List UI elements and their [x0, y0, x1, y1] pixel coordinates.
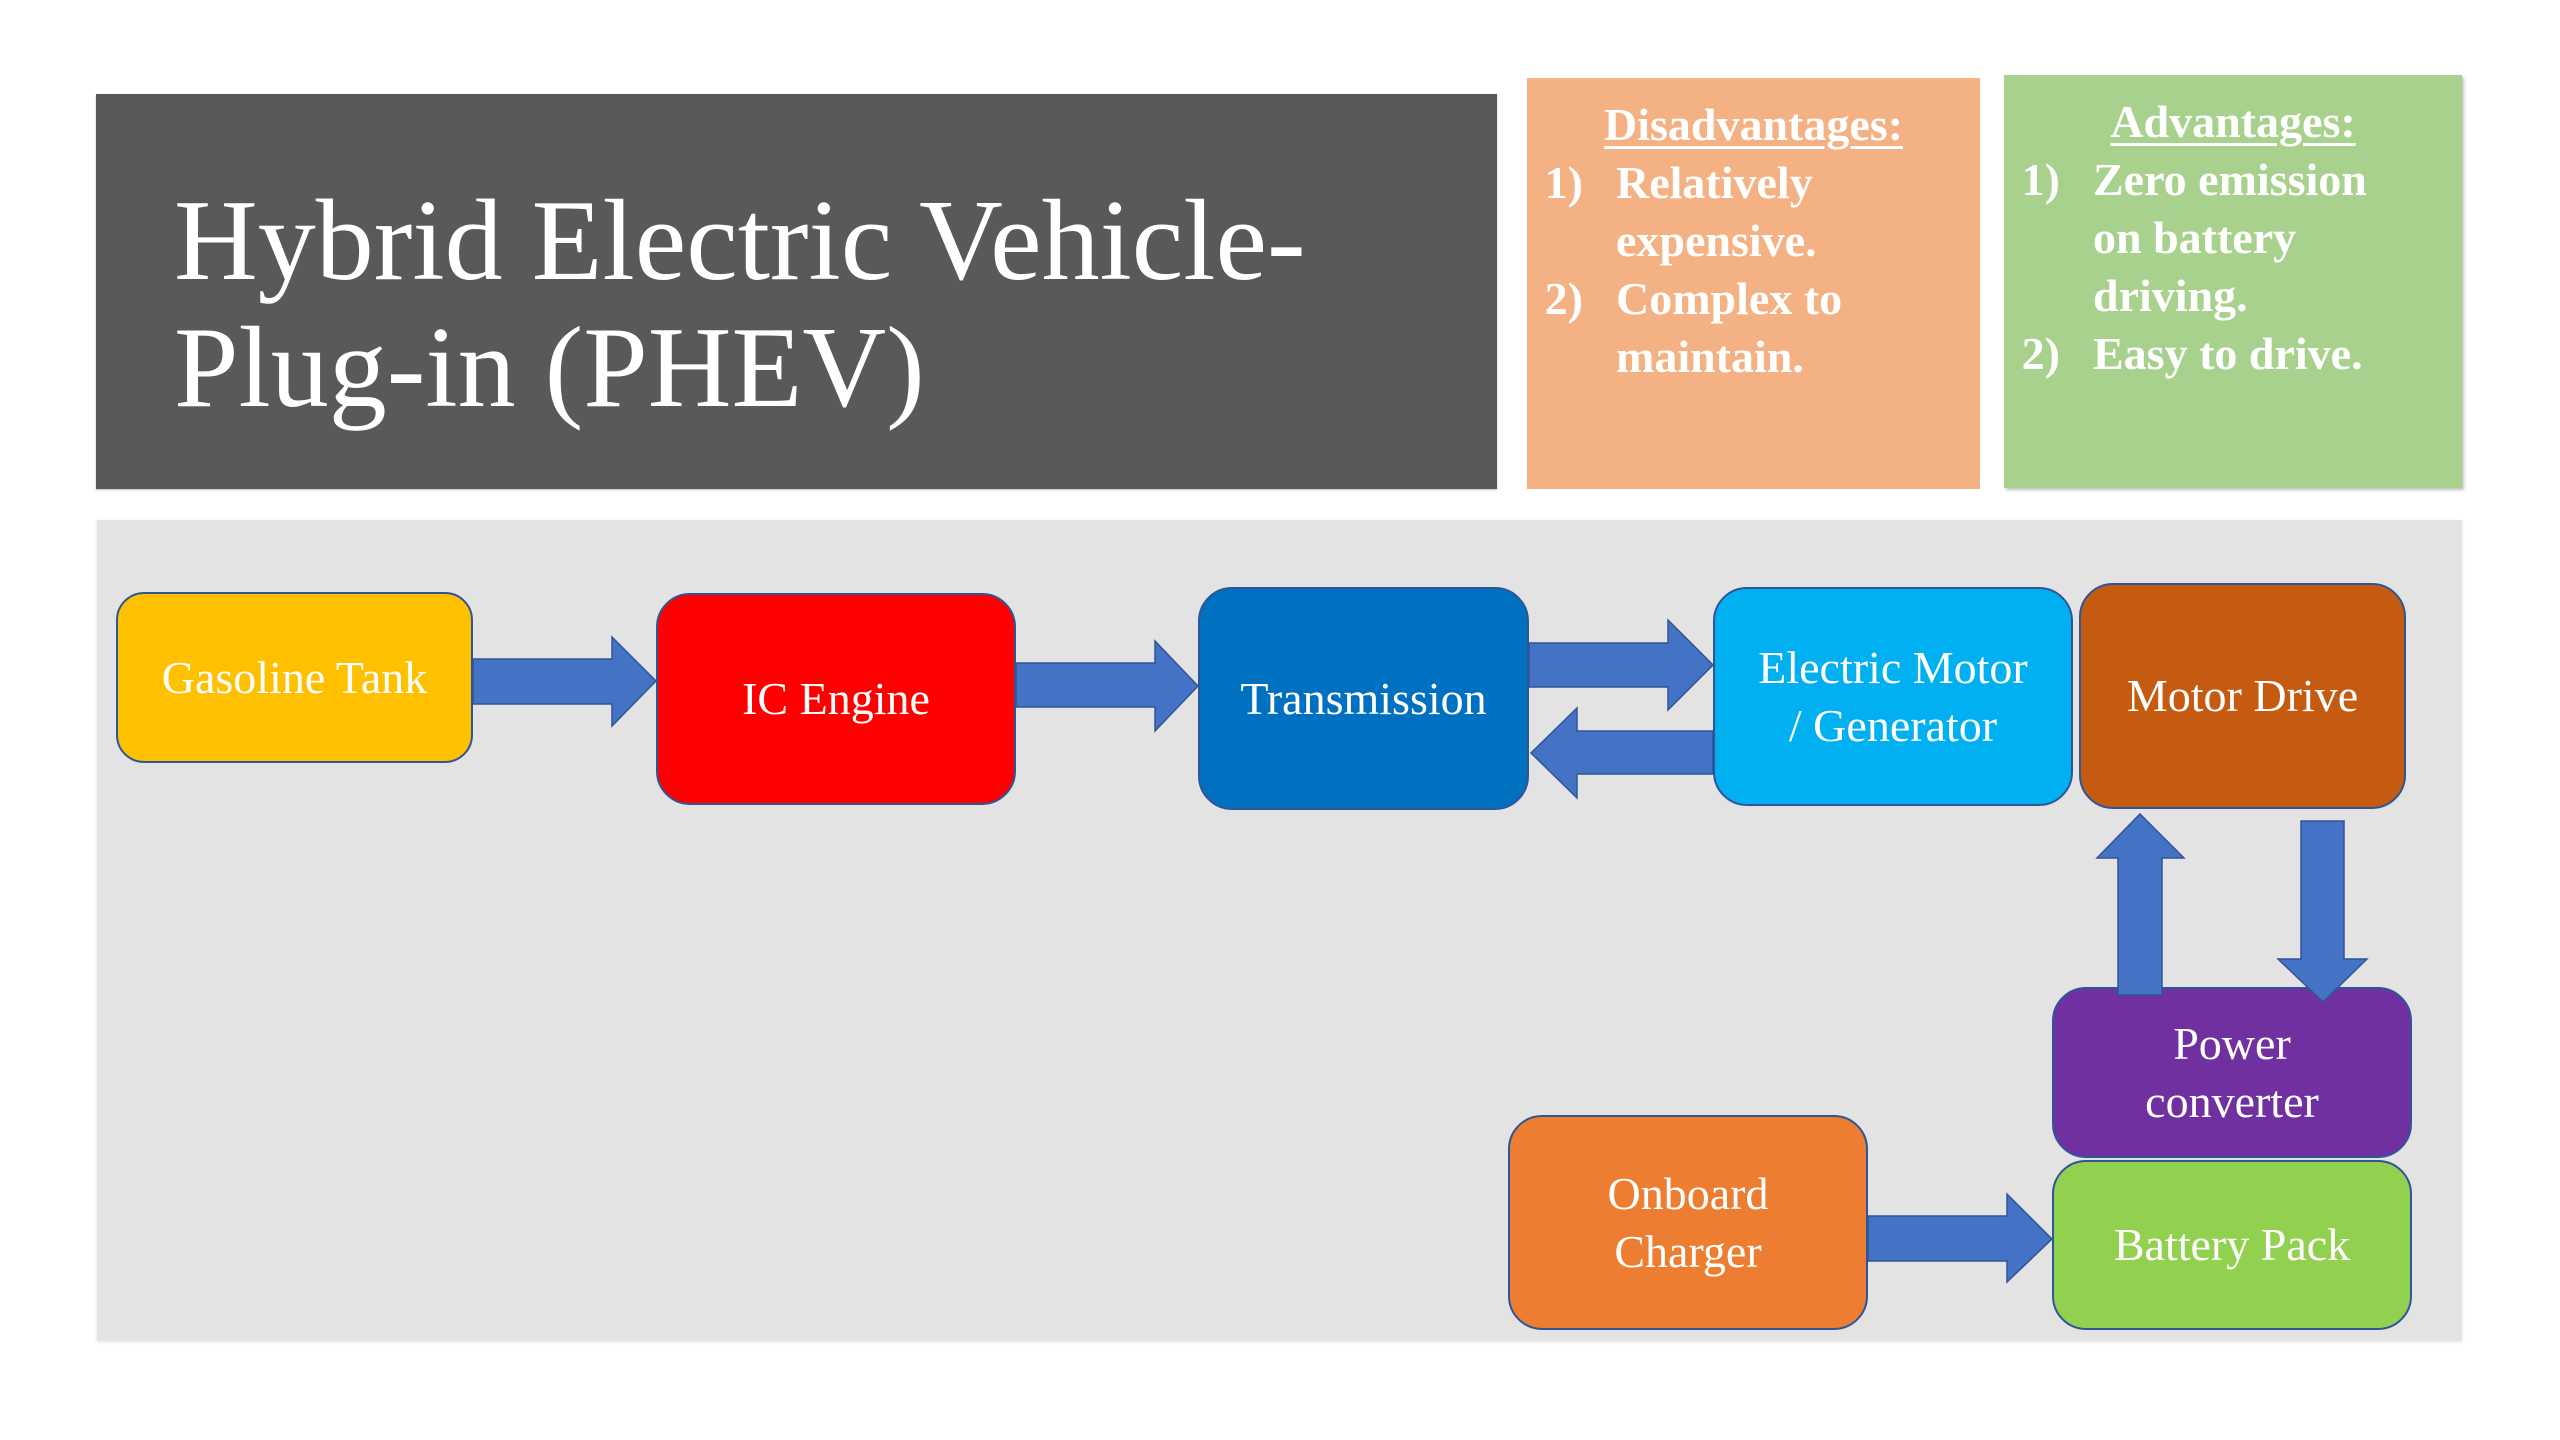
node-electric-motor-generator: Electric Motor / Generator [1713, 587, 2073, 806]
node-label: Battery Pack [2113, 1219, 2351, 1270]
node-label: Motor Drive [2126, 670, 2359, 721]
node-power-converter: Power converter [2052, 987, 2412, 1158]
node-label: Transmission [1240, 672, 1487, 724]
list-text: Complex to maintain. [1616, 273, 1843, 382]
node-label: Electric Motor / Generator [1758, 641, 2028, 751]
node-ic-engine: IC Engine [656, 593, 1016, 805]
node-battery-pack: Battery Pack [2052, 1160, 2412, 1330]
node-motor-drive: Motor Drive [2079, 583, 2406, 809]
slide-title-line-2: Plug-in (PHEV) [174, 304, 925, 432]
node-label: Gasoline Tank [161, 651, 428, 703]
disadvantages-heading: Disadvantages: [1603, 99, 1904, 150]
disadvantage-item: 1) Relatively expensive. [1523, 154, 1980, 270]
advantage-item: 1) Zero emission on battery driving. [2000, 151, 2462, 325]
node-onboard-charger: Onboard Charger [1508, 1115, 1868, 1330]
node-label: Power converter [2145, 1017, 2319, 1127]
node-label: Onboard Charger [1607, 1167, 1769, 1277]
node-transmission: Transmission [1198, 587, 1529, 810]
title-box: Hybrid Electric Vehicle- Plug-in (PHEV) [96, 94, 1497, 489]
disadvantages-list: 1) Relatively expensive. 2) Complex to m… [1527, 154, 1980, 386]
advantages-box: Advantages: 1) Zero emission on battery … [2004, 75, 2462, 488]
advantages-heading: Advantages: [2110, 96, 2356, 147]
list-number: 1) [1544, 157, 1583, 208]
list-number: 2) [2021, 328, 2060, 379]
list-text: Relatively expensive. [1616, 157, 1817, 266]
node-gasoline-tank: Gasoline Tank [116, 592, 473, 763]
disadvantages-box: Disadvantages: 1) Relatively expensive. … [1527, 78, 1980, 489]
list-text: Easy to drive. [2093, 328, 2363, 379]
slide-title: Hybrid Electric Vehicle- Plug-in (PHEV) [174, 178, 1306, 432]
list-text: Zero emission on battery driving. [2093, 154, 2367, 321]
list-number: 1) [2021, 154, 2060, 205]
list-number: 2) [1544, 273, 1583, 324]
disadvantage-item: 2) Complex to maintain. [1523, 270, 1980, 386]
advantage-item: 2) Easy to drive. [2000, 325, 2462, 383]
node-label: IC Engine [742, 673, 930, 724]
slide-title-line-1: Hybrid Electric Vehicle- [174, 177, 1306, 305]
advantages-list: 1) Zero emission on battery driving. 2) … [2004, 151, 2462, 383]
